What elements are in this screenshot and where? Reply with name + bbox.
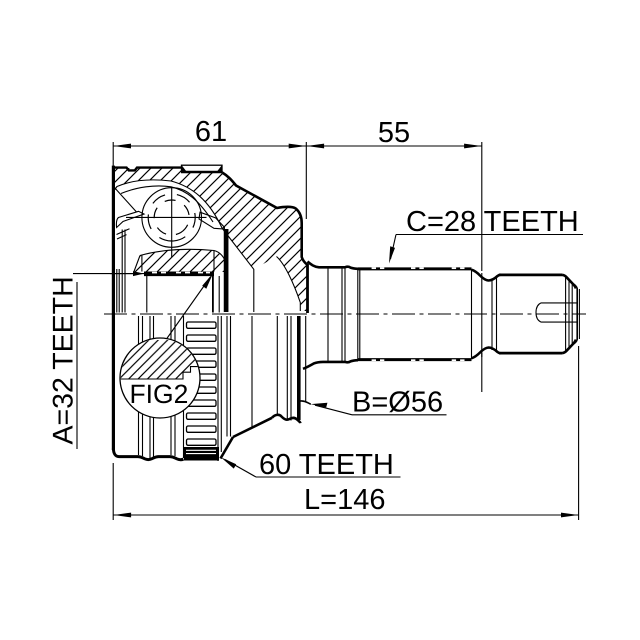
svg-text:L=146: L=146 (304, 484, 385, 516)
svg-text:61: 61 (195, 116, 227, 148)
svg-text:B=Ø56: B=Ø56 (352, 387, 443, 419)
svg-text:C=28 TEETH: C=28 TEETH (406, 206, 579, 238)
svg-text:60 TEETH: 60 TEETH (259, 449, 394, 481)
svg-text:55: 55 (378, 117, 410, 149)
svg-text:FIG2: FIG2 (130, 379, 189, 409)
svg-text:A=32 TEETH: A=32 TEETH (47, 276, 79, 444)
